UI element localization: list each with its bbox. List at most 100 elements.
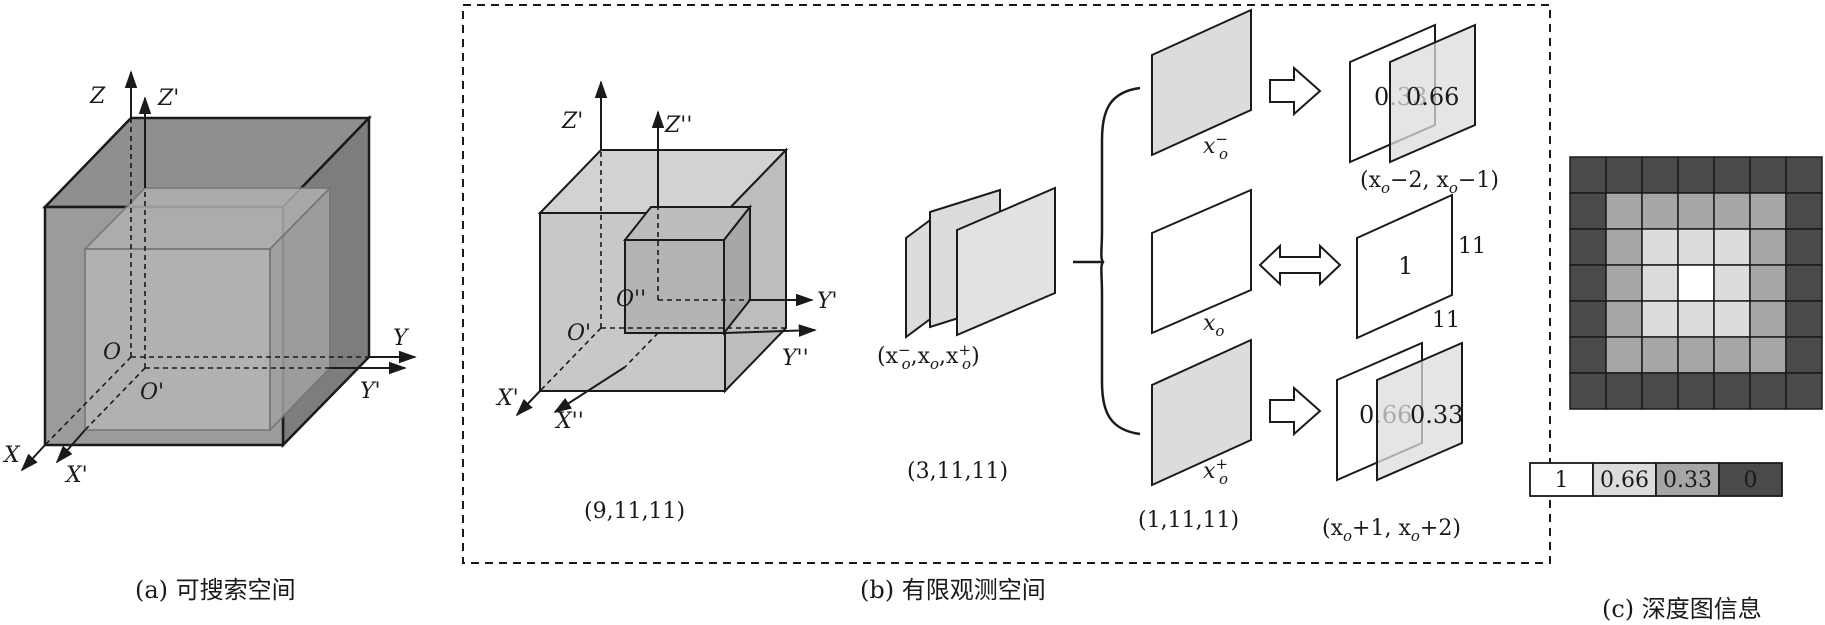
depth-cell: [1749, 300, 1787, 338]
depth-cell: [1641, 336, 1679, 374]
legend-label: 0: [1744, 468, 1758, 493]
axis-label-x: X: [2, 443, 21, 468]
depth-cell: [1641, 372, 1679, 410]
caption-b: (b) 有限观测空间: [860, 576, 1046, 604]
stack-label: (x−o,xo,x+o): [877, 341, 980, 373]
depth-cell: [1605, 228, 1643, 266]
x-prime-axis-b: [515, 390, 541, 417]
x-prime-axis-a: [55, 429, 86, 464]
slice-bottom: [1151, 338, 1252, 487]
axis-label-y: Y: [393, 326, 410, 351]
origin-label-o: O: [103, 340, 121, 365]
legend-label: 1: [1555, 468, 1569, 493]
slice-top: [1151, 8, 1252, 157]
depth-legend: 1 0.66 0.33 0: [1529, 462, 1783, 497]
depth-cell: [1641, 156, 1679, 194]
depth-cell: [1785, 228, 1823, 266]
depth-cell: [1785, 156, 1823, 194]
depth-cell: [1749, 156, 1787, 194]
arrow-bidirectional-icon: [1258, 243, 1342, 287]
depth-cell: [1677, 264, 1715, 302]
axis-label-z-dprime-b: Z'': [664, 113, 692, 138]
x-axis-a: [20, 444, 46, 472]
legend-label: 0.66: [1600, 468, 1649, 493]
brace: [1100, 86, 1141, 436]
panel-a: Z Z' Y Y' X X' O O' (a) 可搜索空间: [2, 70, 417, 604]
depth-cell: [1569, 372, 1607, 410]
legend-label: 0.33: [1663, 468, 1712, 493]
depth-cell: [1605, 192, 1643, 230]
shape-label-stack: (3,11,11): [907, 459, 1008, 484]
x-dprime-axis-b: [553, 366, 626, 413]
shape-label-cube: (9,11,11): [584, 499, 685, 524]
depth-cell: [1713, 336, 1751, 374]
axis-label-x-dprime-b: X'': [554, 409, 584, 434]
depth-cell: [1785, 264, 1823, 302]
axis-label-z-prime-b: Z': [561, 109, 583, 134]
depth-cell: [1569, 336, 1607, 374]
depth-cell: [1569, 192, 1607, 230]
result-middle-width: 11: [1458, 234, 1486, 259]
depth-cell: [1713, 192, 1751, 230]
origin-label-o-prime-b: O': [567, 321, 591, 346]
slice-top-label: x−o: [1203, 130, 1228, 163]
depth-cell: [1749, 336, 1787, 374]
caption-c: (c) 深度图信息: [1602, 595, 1762, 623]
panel-b: Z' Z'' Y' Y'' X' X'' O' O'' (9,11,11) (x…: [462, 4, 1551, 604]
shape-label-slice: (1,11,11): [1138, 508, 1239, 533]
depth-cell: [1713, 228, 1751, 266]
depth-cell: [1749, 192, 1787, 230]
legend-swatch: [1529, 462, 1594, 497]
axis-label-x-prime: X': [64, 463, 88, 488]
axis-label-x-prime-b: X': [495, 386, 519, 411]
y-dprime-axis-b: [723, 324, 817, 337]
legend-swatch: [1592, 462, 1657, 497]
slice-middle: [1151, 188, 1252, 335]
depth-cell: [1749, 228, 1787, 266]
slice-middle-label: xo: [1203, 311, 1224, 340]
arrow-right-top-icon: [1269, 65, 1322, 117]
depth-cell: [1677, 228, 1715, 266]
depth-cell: [1677, 300, 1715, 338]
depth-cell: [1641, 264, 1679, 302]
result-bottom: 0.66 0.33: [1336, 341, 1463, 482]
depth-cell: [1785, 192, 1823, 230]
origin-label-o-dprime-b: O'': [616, 287, 646, 312]
depth-cell: [1569, 228, 1607, 266]
legend-swatch: [1655, 462, 1720, 497]
panel-c: 1 0.66 0.33 0 (c) 深度图信息: [1529, 156, 1823, 623]
axis-label-z: Z: [89, 84, 106, 109]
depth-cell: [1713, 264, 1751, 302]
depth-cell: [1713, 372, 1751, 410]
small-cube-b: [622, 204, 753, 336]
bottom-range-label: (xo+1, xo+2): [1322, 516, 1461, 545]
depth-cell: [1605, 336, 1643, 374]
slice-stack: [905, 186, 1056, 339]
legend-swatch: [1718, 462, 1783, 497]
depth-cell: [1569, 300, 1607, 338]
result-top-front-value: 0.66: [1406, 83, 1459, 111]
result-middle-value: 1: [1398, 252, 1413, 280]
depth-cell: [1605, 300, 1643, 338]
depth-cell: [1749, 372, 1787, 410]
axis-label-y-prime-b: Y': [817, 289, 838, 314]
depth-cell: [1641, 228, 1679, 266]
depth-grid: [1569, 156, 1823, 410]
depth-cell: [1677, 372, 1715, 410]
depth-cell: [1749, 264, 1787, 302]
result-middle-height: 11: [1432, 308, 1460, 333]
depth-cell: [1785, 336, 1823, 374]
depth-cell: [1713, 156, 1751, 194]
depth-cell: [1641, 192, 1679, 230]
depth-cell: [1605, 264, 1643, 302]
depth-cell: [1677, 192, 1715, 230]
depth-cell: [1569, 264, 1607, 302]
depth-cell: [1785, 372, 1823, 410]
result-middle: 1 11 11: [1356, 193, 1486, 340]
axis-label-z-prime: Z': [157, 86, 179, 111]
top-range-label: (xo−2, xo−1): [1360, 168, 1499, 197]
inner-cube-a: [82, 185, 333, 433]
arrow-right-bottom-icon: [1269, 385, 1322, 437]
slice-bottom-label: x+o: [1203, 455, 1228, 488]
